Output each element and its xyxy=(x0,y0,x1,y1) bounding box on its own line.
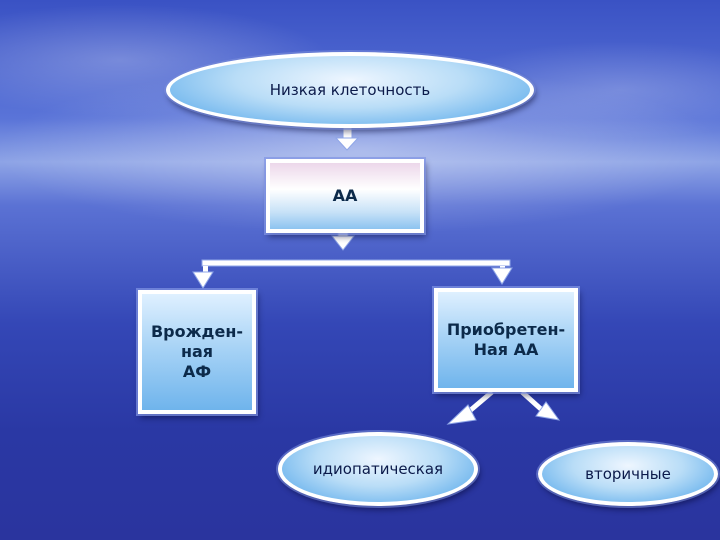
split-bar xyxy=(192,259,513,289)
node-low-cellularity: Низкая клеточность xyxy=(166,52,534,128)
arrow-to-idiopathic xyxy=(446,390,494,425)
node-secondary-label: вторичные xyxy=(585,465,671,483)
node-idiopathic-label: идиопатическая xyxy=(312,460,444,478)
node-congenital-label: Врожден- ная АФ xyxy=(150,322,244,381)
node-idiopathic: идиопатическая xyxy=(278,432,478,506)
node-aa-label: АА xyxy=(332,186,358,205)
node-aa: АА xyxy=(266,159,424,233)
node-acquired: Приобретен- Ная АА xyxy=(434,288,578,392)
node-low-cellularity-label: Низкая клеточность xyxy=(269,81,431,99)
arrow-to-secondary xyxy=(520,390,561,421)
node-congenital: Врожден- ная АФ xyxy=(138,290,256,414)
node-secondary: вторичные xyxy=(538,442,718,506)
node-acquired-label: Приобретен- Ная АА xyxy=(446,320,566,359)
arrow-root-to-aa xyxy=(334,125,360,151)
